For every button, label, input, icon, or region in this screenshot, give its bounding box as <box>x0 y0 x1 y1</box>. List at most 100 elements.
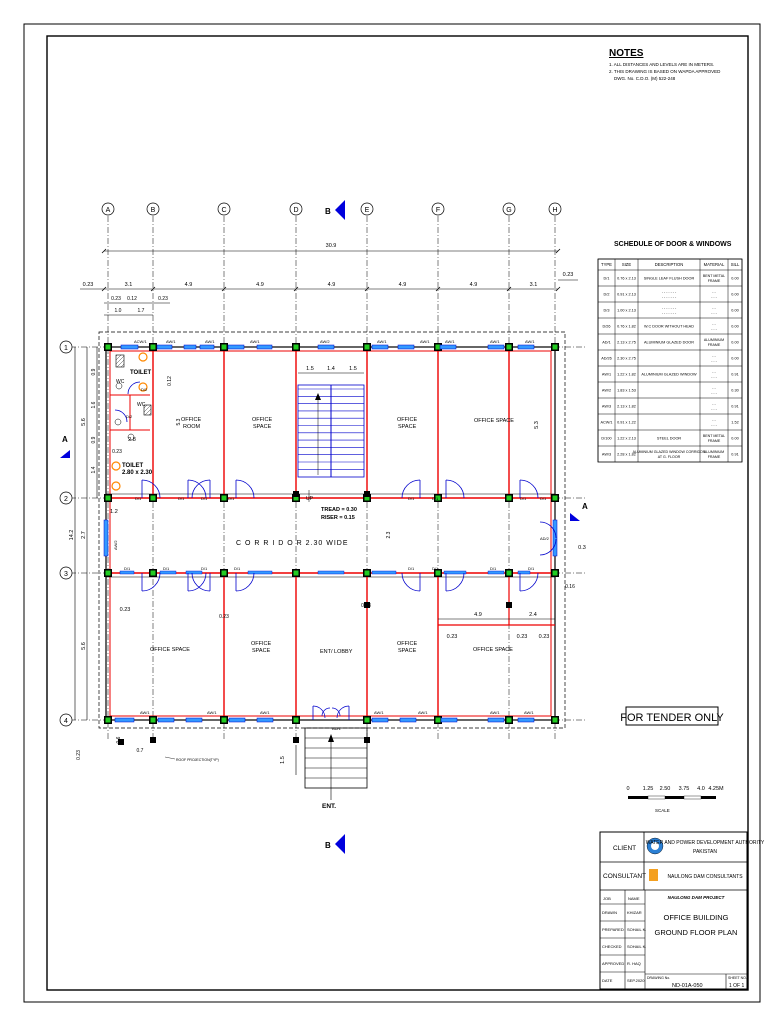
schedule-cell: 0.91 <box>731 405 738 409</box>
dimension-label: 0.23 <box>447 634 458 640</box>
element-tag: AW/1 <box>418 710 428 715</box>
drawing-no: ND-01A-050 <box>672 983 703 989</box>
window <box>552 519 558 557</box>
building-walls <box>98 331 566 729</box>
corridor-label: C O R R I D O R 2.30 WIDE <box>236 540 349 547</box>
title-person: SOHAIL K. <box>627 944 646 949</box>
column-core <box>552 344 558 350</box>
dimension-label: 0.23 <box>219 614 229 620</box>
door-swing <box>187 572 207 592</box>
office-space-label-7: OFFICE SPACE <box>473 647 513 653</box>
door-swing <box>235 572 255 592</box>
element-tag: D/2 <box>141 387 148 392</box>
dimension-label: 1.4 <box>91 466 97 473</box>
door-swings <box>114 381 557 592</box>
dim-tick <box>555 286 561 292</box>
note-line-1: 1. ALL DISTANCES AND LEVELS ARE IN METER… <box>609 62 714 67</box>
entrance-steps: ENT. <box>304 705 368 810</box>
dimension-label: 0.23 <box>76 750 82 760</box>
dimension-label: 0.3 <box>578 545 586 551</box>
title-role: PREPARED <box>602 927 624 932</box>
dim-tick <box>506 286 512 292</box>
schedule-cell: DESCRIPTION <box>655 262 684 267</box>
grid-number: 4 <box>64 718 68 725</box>
door-swing <box>539 538 557 556</box>
scale-tick-label: 0 <box>626 786 629 792</box>
window <box>157 717 175 723</box>
element-tag: AW/1 <box>207 710 217 715</box>
column-core <box>506 495 512 501</box>
window <box>120 344 139 350</box>
staircase: TREAD = 0.30 RISER = 0.15 UP <box>297 384 365 521</box>
dim-tick <box>101 248 107 254</box>
element-tag: AW/1 <box>374 710 384 715</box>
dimension-label: 0.23 <box>563 272 574 278</box>
window <box>159 570 177 575</box>
dimension-label: 0.23 <box>111 296 121 302</box>
riser-label: RISER = 0.15 <box>321 515 355 521</box>
column-core <box>552 495 558 501</box>
grid-letter: B <box>151 207 156 214</box>
schedule-cell: TYPE <box>601 262 612 267</box>
dimension-label: 1.6 <box>91 401 97 408</box>
dimension-label: 0.23 <box>517 634 528 640</box>
element-tag: AW/1 <box>260 710 270 715</box>
scale-tick-label: 4.25M <box>708 786 724 792</box>
basin-icon <box>111 481 121 491</box>
window <box>247 570 273 575</box>
element-tag: AW/1 <box>166 339 176 344</box>
title-person: KHIZAR <box>627 910 642 915</box>
element-tag: AW/1 <box>445 339 455 344</box>
schedule-cell: 2.13 x 1.82 <box>617 405 636 409</box>
schedule-cell: 2.28 x 1.82 <box>617 453 636 457</box>
door-swing <box>141 479 161 499</box>
door-swing <box>401 572 421 592</box>
schedule-cell: - - <box>712 290 716 294</box>
schedule-cell: ALUMINIUM GLAZED DOOR <box>644 341 694 345</box>
grid-letter: G <box>506 207 511 214</box>
drawing-title-2: GROUND FLOOR PLAN <box>655 928 738 937</box>
dimension-label: 1.2 <box>110 509 118 515</box>
dimension-label: 0.23 <box>112 449 122 455</box>
schedule-cell: - - - - - - - <box>662 290 677 294</box>
grid-bubble <box>59 491 73 505</box>
wc-label-2: WC <box>137 402 146 408</box>
consultant-label: CONSULTANT <box>603 873 646 880</box>
dimension-label: 0.9 <box>91 368 97 375</box>
schedule-cell: SINGLE LEAF FLUSH DOOR <box>644 277 695 281</box>
window <box>371 344 389 350</box>
section-arrow-icon <box>335 200 345 220</box>
notes-block: NOTES 1. ALL DISTANCES AND LEVELS ARE IN… <box>609 48 721 81</box>
scale-bar-body <box>628 796 716 799</box>
schedule-cell: 1.52 <box>731 421 738 425</box>
column-core <box>105 570 111 576</box>
window <box>199 344 215 350</box>
section-arrow-icon <box>335 834 345 854</box>
column-core <box>364 717 370 723</box>
grid-number: 2 <box>64 496 68 503</box>
element-tag: AW/1 <box>525 339 535 344</box>
basin-icon <box>138 352 148 362</box>
schedule-cell: MATERIAL <box>704 262 725 267</box>
schedule-cell: ACW/1 <box>600 421 612 425</box>
element-tag: D/1 <box>201 496 208 501</box>
dimension-label: 0.23 <box>539 634 550 640</box>
drawing-no-label: DRAWING No. <box>647 976 670 980</box>
scale-tick-label: 1.25 <box>643 786 654 792</box>
schedule-cell: - - <box>712 370 716 374</box>
scale-tick-label: 2.50 <box>660 786 671 792</box>
schedule-cell: 1.22 x 1.82 <box>617 373 636 377</box>
door-swing <box>445 572 465 592</box>
entrance-label: ENT. <box>322 803 336 810</box>
column-core <box>435 344 441 350</box>
grid-number: 1 <box>64 345 68 352</box>
dimension-label: 3.1 <box>530 282 538 288</box>
window <box>114 717 135 723</box>
window <box>256 344 273 350</box>
schedule-cell: 0.91 <box>731 453 738 457</box>
schedule-cell: - - - <box>711 423 717 427</box>
element-tag: D/1 <box>540 496 547 501</box>
